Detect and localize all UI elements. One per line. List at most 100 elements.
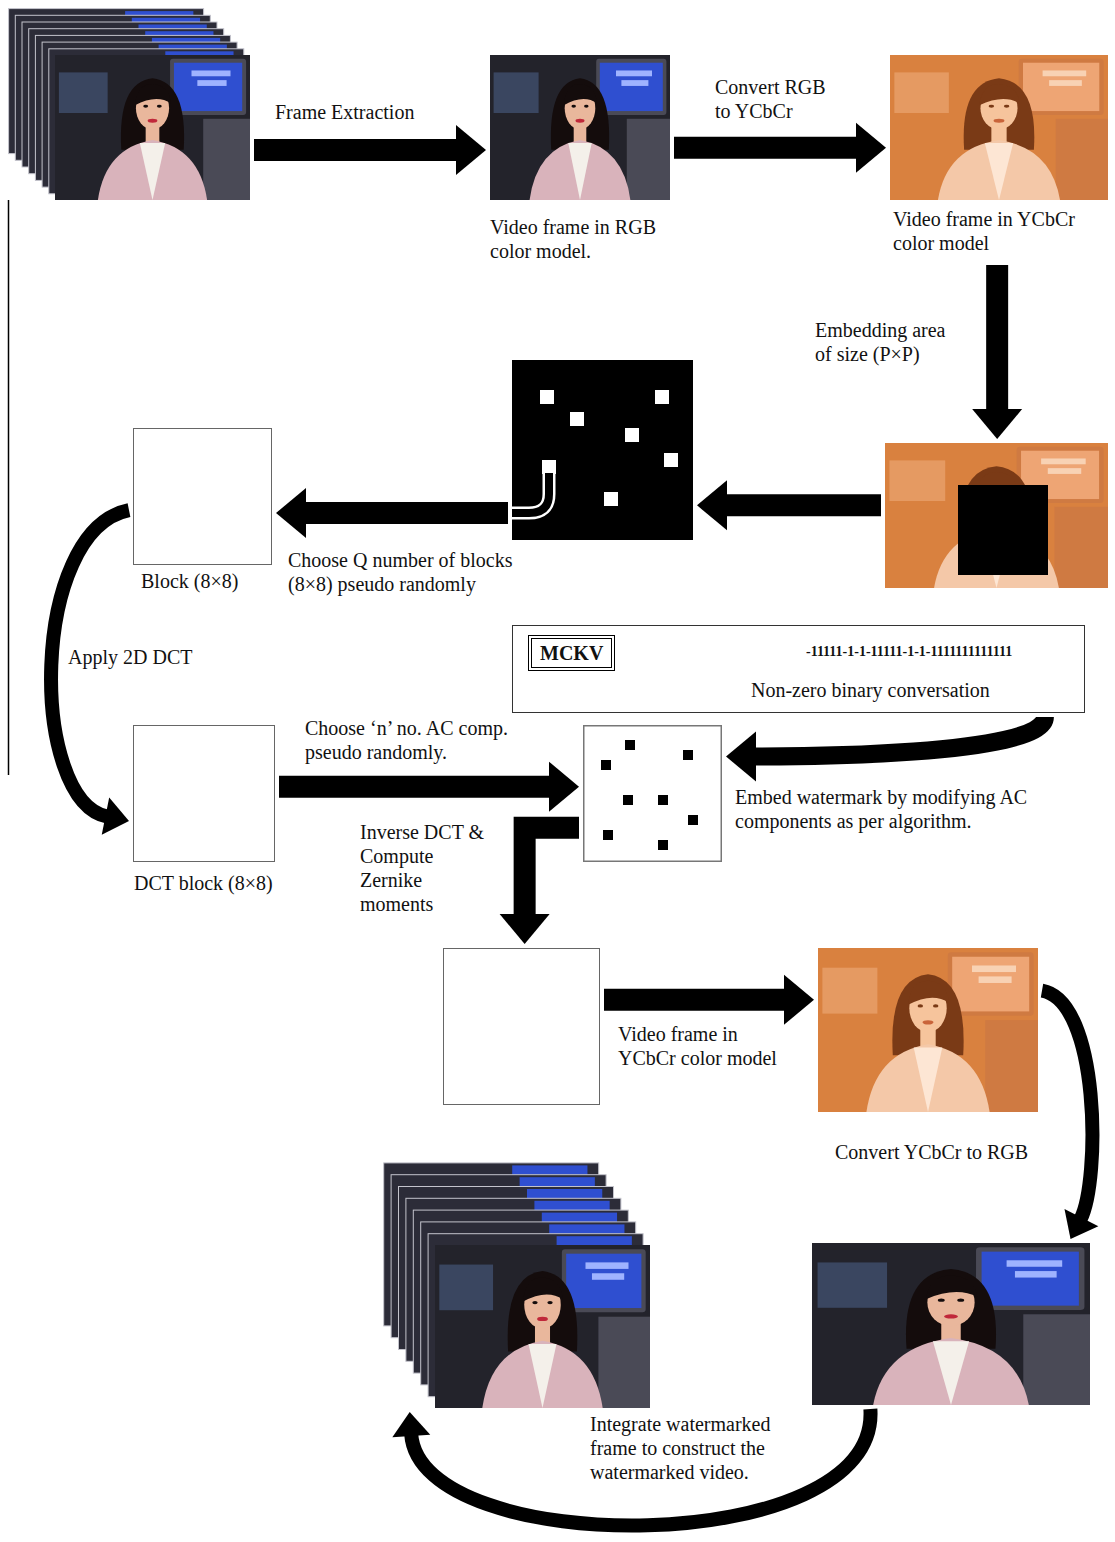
frame-ground <box>490 55 670 200</box>
arrow-shaft <box>411 1409 870 1526</box>
edge-label: Choose Q number of blocks (8×8) pseudo r… <box>288 548 553 596</box>
monitor-screen <box>174 63 242 111</box>
presenter-lips <box>994 119 1005 123</box>
monitor-case <box>596 59 666 115</box>
arrow-head <box>784 975 814 1025</box>
arrow-head <box>549 762 579 812</box>
presenter-blouse <box>914 1047 943 1112</box>
flow-arrow <box>697 480 881 530</box>
arrow-head <box>726 732 756 782</box>
presenter-eye <box>584 105 589 108</box>
presenter-jacket <box>530 140 631 200</box>
flow-arrow <box>726 717 1045 782</box>
studio-panel <box>598 1317 650 1408</box>
arrow-shaft <box>754 717 1045 757</box>
dct-block: DCT block (8×8) <box>133 725 275 862</box>
presenter-jacket <box>873 1338 1029 1405</box>
frame-ground <box>885 443 1108 588</box>
monitor-screen <box>982 1252 1079 1306</box>
presenter-fringe <box>523 1278 563 1302</box>
presenter-hair <box>508 1271 578 1351</box>
presenter-eye <box>989 105 994 108</box>
screen-logo <box>972 965 1016 972</box>
video-frame <box>812 1243 1090 1405</box>
monitor-screen <box>952 957 1029 1012</box>
studio-panel <box>627 119 670 200</box>
arrow-head <box>102 798 129 835</box>
arrow-shaft <box>254 139 458 161</box>
studio-prop <box>494 72 539 113</box>
edge-label: Inverse DCT & Compute Zernike moments <box>360 820 494 916</box>
embed-block: Embed watermark by modifying AC componen… <box>583 725 722 862</box>
studio-panel <box>1054 507 1108 588</box>
video-stack <box>8 8 250 200</box>
screen-logo <box>586 1262 629 1269</box>
studio-panel <box>1056 119 1108 200</box>
caption: Video frame in YCbCr color model <box>893 207 1115 255</box>
presenter-eye <box>933 1004 939 1007</box>
studio-prop <box>59 72 108 113</box>
flow-arrow <box>500 828 579 944</box>
presenter-jacket <box>938 140 1060 200</box>
presenter-eye <box>571 105 576 108</box>
presenter-fringe <box>564 84 597 105</box>
presenter-fringe <box>908 981 949 1005</box>
ycbcr-frame-area <box>885 443 1108 588</box>
presenter-hair <box>906 1269 996 1349</box>
arrow-head <box>456 125 486 175</box>
arrow-head <box>856 123 886 173</box>
video-frame <box>890 55 1108 200</box>
presenter-hair <box>964 78 1035 150</box>
arrow-shaft <box>604 989 786 1011</box>
video-frame <box>490 55 670 200</box>
monitor-screen <box>600 63 663 111</box>
pixel-block <box>625 428 639 442</box>
rgb-frame: Video frame in RGB color model. <box>490 55 670 200</box>
ac-coefficient <box>688 815 698 825</box>
binary-sequence: -11111-1-1-11111-1-1-1111111111111 <box>806 644 1012 661</box>
pixel-block <box>570 412 584 426</box>
ac-coefficient-block <box>583 725 722 862</box>
presenter-blouse <box>140 143 165 200</box>
edge-label: Frame Extraction <box>275 100 495 124</box>
arrow-shaft <box>1042 991 1092 1220</box>
flow-arrow <box>1042 991 1098 1239</box>
video-frame <box>435 1245 650 1408</box>
presenter-lips <box>576 119 585 123</box>
presenter-lips <box>923 1020 934 1024</box>
embedding-area <box>512 360 693 540</box>
studio-panel <box>1023 1314 1090 1405</box>
ac-coefficient <box>683 750 693 760</box>
edge-label: Embedding area of size (P×P) <box>815 318 960 366</box>
caption: Block (8×8) <box>141 569 238 593</box>
presenter-eye <box>547 1301 552 1304</box>
arrow-head <box>392 1412 430 1437</box>
presenter-eye <box>957 1299 964 1302</box>
monitor-screen <box>566 1254 641 1308</box>
presenter-blouse <box>933 1341 969 1405</box>
caption: Embed watermark by modifying AC componen… <box>735 785 1080 833</box>
caption: DCT block (8×8) <box>134 871 273 895</box>
ycbcr-frame: Video frame in YCbCr color model <box>890 55 1108 200</box>
key-box: MCKV <box>528 635 615 671</box>
arrow-shaft <box>986 265 1008 411</box>
ac-coefficient <box>623 795 633 805</box>
frame-ground <box>812 1243 1090 1405</box>
ac-coefficient <box>625 740 635 750</box>
monitor-case <box>170 59 246 115</box>
presenter-lips <box>944 1314 958 1318</box>
flow-arrow <box>51 510 129 835</box>
screen-logo <box>1048 468 1081 474</box>
presenter-blouse <box>985 143 1013 200</box>
key-text: MCKV <box>540 641 603 665</box>
screen-logo <box>592 1273 624 1280</box>
presenter-eye <box>143 105 148 108</box>
studio-prop <box>894 72 949 113</box>
screen-logo <box>616 70 652 76</box>
flow-arrow <box>674 123 886 173</box>
presenter-eye <box>938 1299 945 1302</box>
flow-arrow <box>604 975 814 1025</box>
flow-arrow <box>392 1409 870 1526</box>
